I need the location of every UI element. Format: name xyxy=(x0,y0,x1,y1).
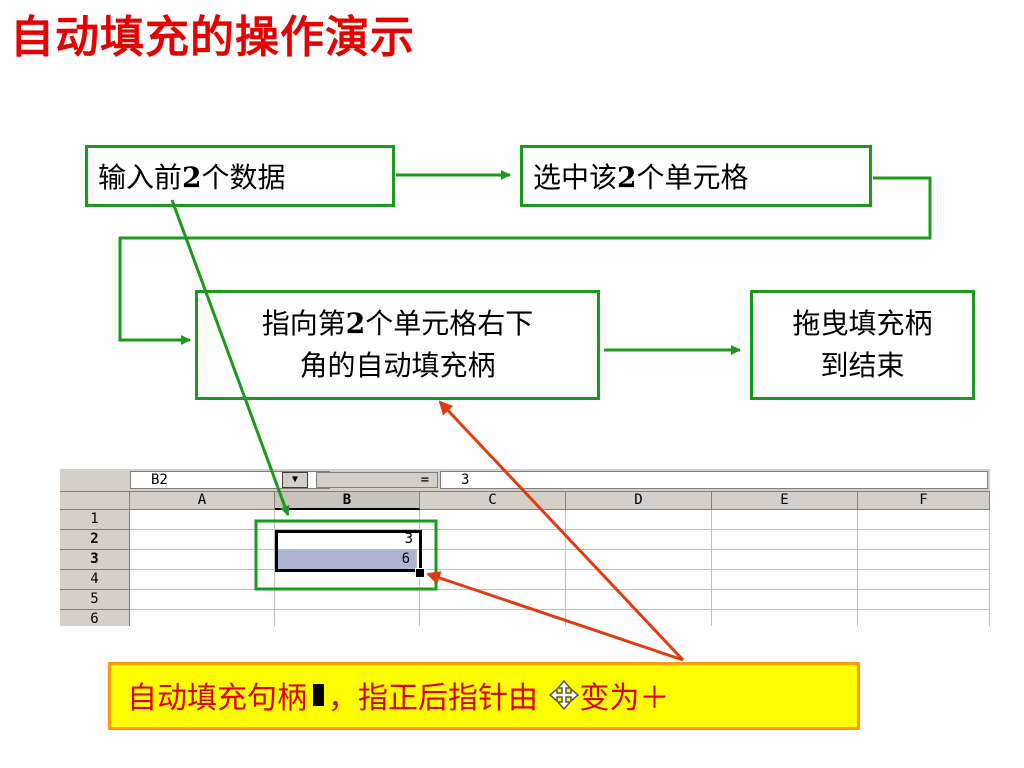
empty-cell[interactable] xyxy=(130,570,275,590)
empty-cell[interactable] xyxy=(566,610,712,626)
callout-part2: ，指正后指针由 xyxy=(328,681,538,716)
empty-cell[interactable] xyxy=(275,510,420,530)
callout-fill-handle-tip: 自动填充句柄 ，指正后指针由 变为＋ xyxy=(108,662,860,730)
step3-line1: 指向第2个单元格右下 xyxy=(198,303,597,345)
step2-text-post: 个单元格 xyxy=(636,161,749,194)
empty-cell[interactable] xyxy=(712,590,858,610)
empty-cell[interactable] xyxy=(420,610,566,626)
fill-handle-icon[interactable] xyxy=(415,568,425,578)
callout-part3: 变为 xyxy=(579,681,640,716)
empty-cell[interactable] xyxy=(712,550,858,570)
step-input-two-values: 输入前2个数据 xyxy=(85,145,395,207)
empty-cell[interactable] xyxy=(420,530,566,550)
row-header-4[interactable]: 4 xyxy=(60,570,130,590)
fill-handle-glyph-icon xyxy=(313,684,324,706)
row-header-2[interactable]: 2 xyxy=(60,530,130,550)
move-cursor-icon xyxy=(548,679,579,711)
column-header-e[interactable]: E xyxy=(712,492,858,510)
step3-line1-post: 个单元格右下 xyxy=(365,307,534,340)
empty-cell[interactable] xyxy=(566,510,712,530)
callout-part1: 自动填充句柄 xyxy=(127,681,307,716)
row-header-5[interactable]: 5 xyxy=(60,590,130,610)
step1-text-post: 个数据 xyxy=(201,161,286,194)
spreadsheet-excerpt: B2 ▼ = 3 A B C D E F 1 2 3 4 5 6 3 6 xyxy=(60,468,990,626)
formula-bar: B2 ▼ = 3 xyxy=(60,468,990,492)
formula-input[interactable]: 3 xyxy=(440,471,988,489)
empty-cell[interactable] xyxy=(420,510,566,530)
column-header-a[interactable]: A xyxy=(130,492,275,510)
empty-cell[interactable] xyxy=(712,570,858,590)
step3-line1-pre: 指向第 xyxy=(261,307,346,340)
empty-cell[interactable] xyxy=(275,570,420,590)
empty-cell[interactable] xyxy=(858,550,990,570)
empty-cell[interactable] xyxy=(712,510,858,530)
selection-border xyxy=(275,530,422,572)
empty-cell[interactable] xyxy=(420,550,566,570)
empty-cell[interactable] xyxy=(130,510,275,530)
empty-cell[interactable] xyxy=(858,510,990,530)
page-title: 自动填充的操作演示 xyxy=(10,12,415,63)
empty-cell[interactable] xyxy=(566,570,712,590)
empty-cell[interactable] xyxy=(130,530,275,550)
callout-plus-cursor: ＋ xyxy=(639,681,670,716)
empty-cell[interactable] xyxy=(566,530,712,550)
step1-text-pre: 输入前 xyxy=(98,161,183,194)
row-header-6[interactable]: 6 xyxy=(60,610,130,626)
empty-cell[interactable] xyxy=(712,610,858,626)
empty-cell[interactable] xyxy=(130,590,275,610)
step1-number: 2 xyxy=(182,161,202,194)
step-point-fill-handle: 指向第2个单元格右下 角的自动填充柄 xyxy=(195,290,600,400)
empty-cell[interactable] xyxy=(130,550,275,570)
empty-cell[interactable] xyxy=(566,590,712,610)
dropdown-arrow-icon[interactable]: ▼ xyxy=(282,472,308,488)
empty-cell[interactable] xyxy=(130,610,275,626)
empty-cell[interactable] xyxy=(275,590,420,610)
formula-equals-button[interactable]: = xyxy=(316,472,438,488)
select-all-corner[interactable] xyxy=(60,492,130,510)
row-header-3[interactable]: 3 xyxy=(60,550,130,570)
empty-cell[interactable] xyxy=(858,570,990,590)
step3-number: 2 xyxy=(345,307,366,340)
step4-line1: 拖曳填充柄 xyxy=(792,307,933,340)
column-header-b[interactable]: B xyxy=(275,492,420,510)
step4-line2: 到结束 xyxy=(820,349,905,382)
empty-cell[interactable] xyxy=(420,590,566,610)
step-drag-fill-handle: 拖曳填充柄 到结束 xyxy=(750,290,975,400)
empty-cell[interactable] xyxy=(712,530,858,550)
step2-text-pre: 选中该 xyxy=(533,161,618,194)
column-header-c[interactable]: C xyxy=(420,492,566,510)
step3-line2: 角的自动填充柄 xyxy=(299,349,496,382)
step2-number: 2 xyxy=(617,161,637,194)
empty-cell[interactable] xyxy=(275,610,420,626)
empty-cell[interactable] xyxy=(566,550,712,570)
empty-cell[interactable] xyxy=(858,530,990,550)
empty-cell[interactable] xyxy=(420,570,566,590)
empty-cell[interactable] xyxy=(858,590,990,610)
step-select-two-cells: 选中该2个单元格 xyxy=(520,145,872,207)
row-header-1[interactable]: 1 xyxy=(60,510,130,530)
column-headers: A B C D E F xyxy=(60,492,990,510)
column-header-f[interactable]: F xyxy=(858,492,990,510)
column-header-d[interactable]: D xyxy=(566,492,712,510)
empty-cell[interactable] xyxy=(858,610,990,626)
